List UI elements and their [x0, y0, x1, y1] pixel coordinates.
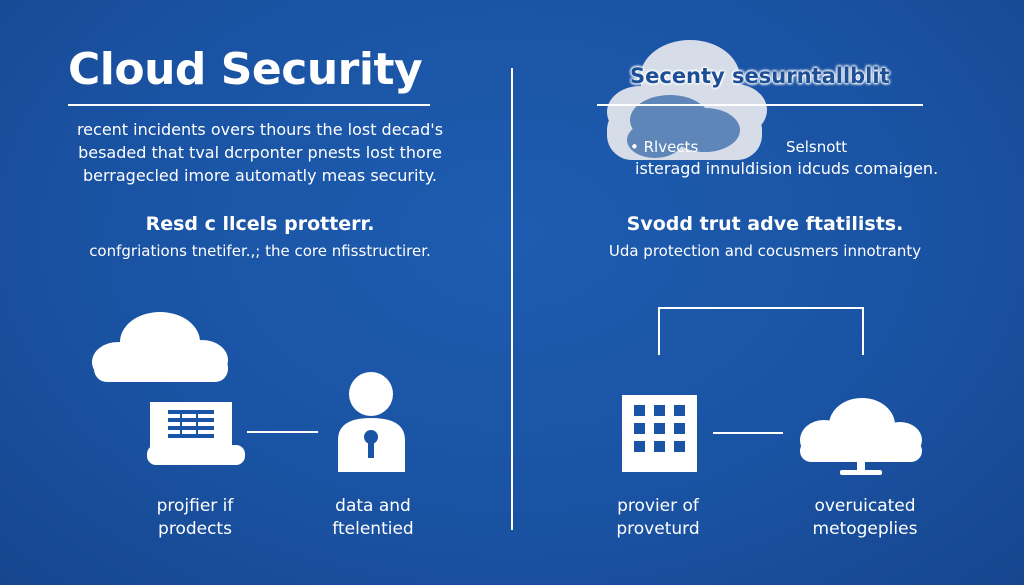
center-divider [511, 68, 513, 530]
title-underline [68, 104, 430, 106]
connector-line [247, 431, 318, 433]
left-subtext: confgriations tnetifer.,; the core nfiss… [89, 242, 431, 260]
intro-line: recent incidents overs thours the lost d… [76, 120, 444, 139]
right-body: isteragd innuldision idcuds comaigen. [635, 159, 939, 178]
cloud-illustration [607, 40, 767, 160]
page-title: Cloud Security [68, 44, 423, 95]
right-title-underline [597, 104, 923, 106]
right-subtext: Uda protection and cocusmers innotranty [608, 242, 922, 260]
intro-text: recent incidents overs thours the lost d… [50, 118, 470, 187]
right-heading: Svodd trut adve ftatilists. [626, 213, 904, 235]
right-title: Secenty sesurntallblit [630, 64, 890, 88]
bullet-2: Selsnott [786, 138, 848, 156]
user-lock-icon [338, 372, 405, 472]
bullet-1: • Rlvects [630, 138, 699, 156]
left-icons [92, 312, 405, 472]
bracket-line [658, 307, 864, 355]
building-icon [622, 395, 697, 472]
cloud-icon [92, 312, 228, 382]
connector-line [713, 432, 783, 434]
left-heading: Resd c llcels protterr. [145, 213, 375, 235]
intro-line: besaded that tval dcrponter pnests lost … [78, 143, 442, 162]
intro-line: berragecled imore automatly meas securit… [83, 166, 437, 185]
cloud-monitor-icon [800, 398, 922, 475]
right-icons [622, 307, 922, 475]
server-browser-icon [147, 402, 245, 465]
